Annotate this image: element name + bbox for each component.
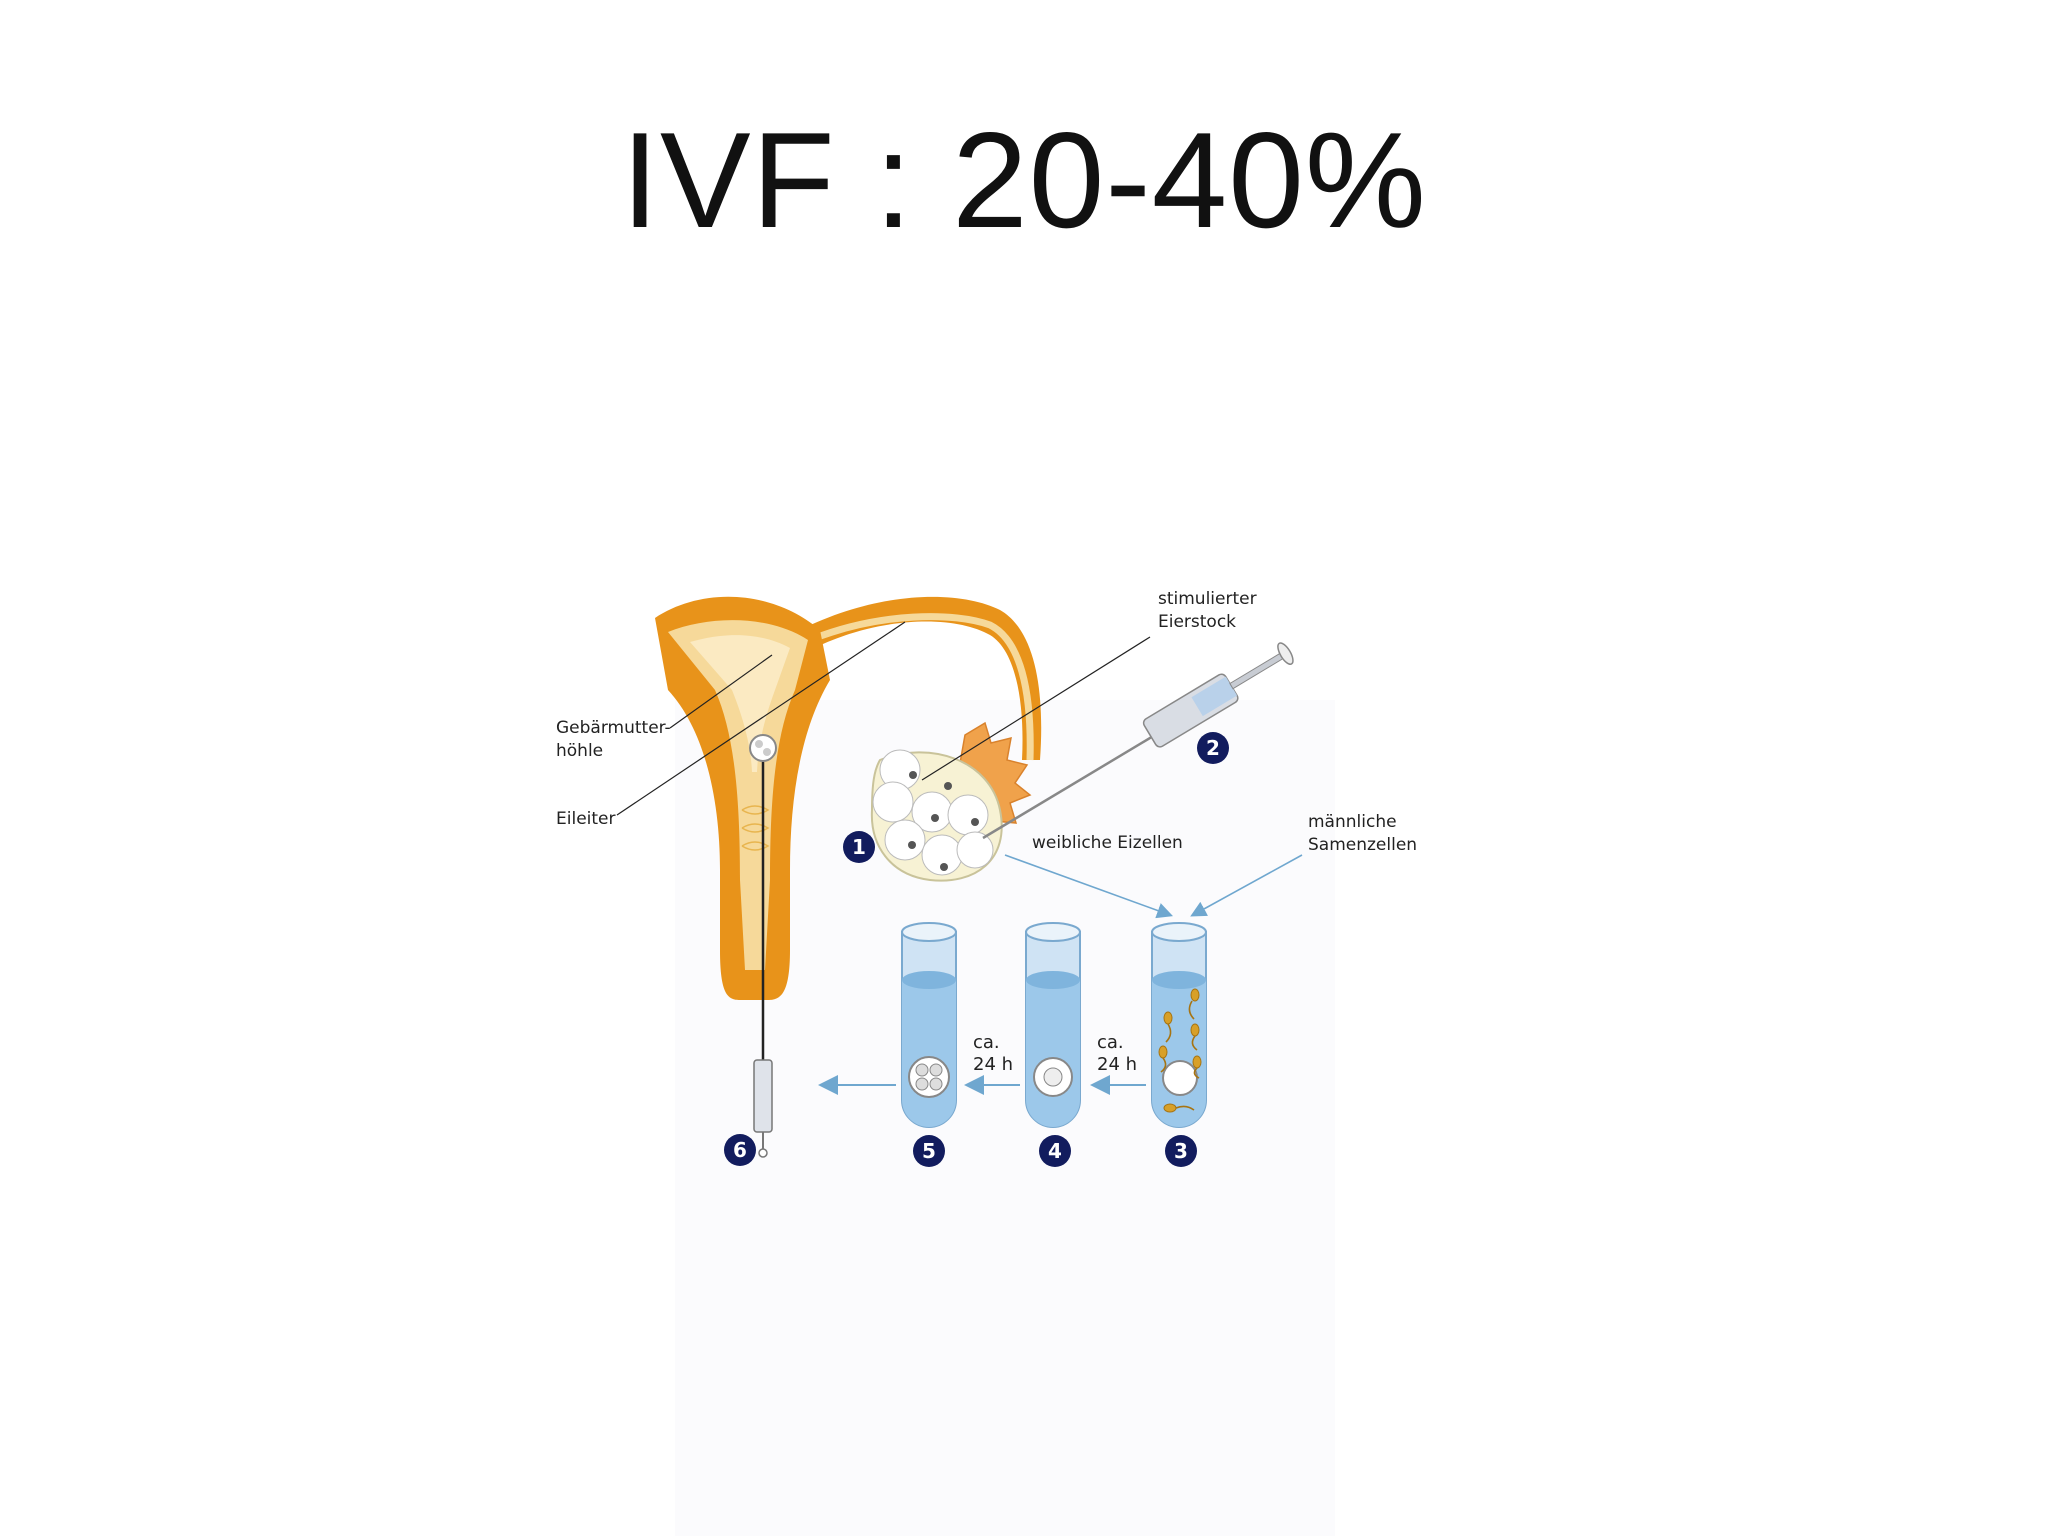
label-ovary-2: Eierstock bbox=[1158, 612, 1236, 632]
follicle bbox=[884, 819, 926, 861]
sperm-tail bbox=[1193, 1067, 1200, 1079]
tube-4-liquid bbox=[1026, 980, 1080, 1127]
oocyte-dot bbox=[908, 841, 916, 849]
follicle bbox=[947, 794, 989, 836]
sperm-tail bbox=[1165, 1023, 1172, 1043]
tube-5-liquid-surface bbox=[902, 971, 956, 989]
tube-4-rim bbox=[1025, 922, 1081, 942]
step-badge-6-circle bbox=[724, 1134, 756, 1166]
step-badge-2: 2 bbox=[1197, 732, 1229, 764]
tube-5-rim bbox=[901, 922, 957, 942]
zygote-nucleus bbox=[1043, 1067, 1063, 1087]
step-badge-2-number: 2 bbox=[1206, 736, 1220, 760]
cervix bbox=[741, 805, 770, 851]
sperm-tail bbox=[1175, 1105, 1195, 1111]
step-badge-1: 1 bbox=[843, 831, 875, 863]
step-badge-4-circle bbox=[1039, 1135, 1071, 1167]
syringe-plunger-end bbox=[758, 1148, 768, 1158]
step-badge-4: 4 bbox=[1039, 1135, 1071, 1167]
uterine-cavity bbox=[690, 635, 790, 772]
sperm-cell bbox=[1190, 1023, 1200, 1037]
slide-title: IVF : 20-40% bbox=[621, 104, 1427, 256]
tube-3-liquid-surface bbox=[1152, 971, 1206, 989]
label-fallopian-tube: Eileiter bbox=[556, 809, 615, 829]
uterine-lining bbox=[668, 620, 808, 970]
label-sperm-2: Samenzellen bbox=[1308, 835, 1417, 855]
label-uterine-cavity-2: höhle bbox=[556, 741, 603, 761]
sperm-cell bbox=[1192, 1055, 1202, 1069]
step-badge-6: 6 bbox=[724, 1134, 756, 1166]
step-badge-2-circle bbox=[1197, 732, 1229, 764]
label-uterine-cavity-1: Gebärmutter- bbox=[556, 718, 671, 738]
test-tube-3 bbox=[1151, 922, 1207, 1128]
fallopian-tube-channel bbox=[808, 613, 1034, 761]
leader-uterine-cavity bbox=[669, 654, 773, 729]
uterus-illustration bbox=[655, 596, 1042, 1158]
embryo-blastomere bbox=[929, 1077, 943, 1091]
syringe-plunger-rod bbox=[1229, 651, 1286, 690]
oocyte-dot bbox=[971, 818, 979, 826]
incubation-label-1-line1: ca. bbox=[973, 1032, 1000, 1053]
sperm-tail bbox=[1160, 1057, 1167, 1073]
embryo-blastomere bbox=[929, 1063, 943, 1077]
oocyte-dot bbox=[940, 863, 948, 871]
arrow-sperm-to-tube bbox=[1190, 854, 1303, 917]
incubation-label-2-line2: 24 h bbox=[1097, 1054, 1137, 1075]
test-tube-4 bbox=[1025, 922, 1081, 1128]
retrieval-syringe bbox=[982, 642, 1294, 840]
four-cell-embryo bbox=[908, 1056, 950, 1098]
retrieval-needle bbox=[982, 733, 1156, 840]
sperm-cell bbox=[1190, 988, 1200, 1002]
step-badge-5-number: 5 bbox=[922, 1139, 936, 1163]
label-sperm-1: männliche bbox=[1308, 812, 1397, 832]
sperm-cell bbox=[1163, 1011, 1173, 1025]
oocyte-dot bbox=[909, 771, 917, 779]
embryo-blastomere bbox=[915, 1077, 929, 1091]
sperm-cell bbox=[1158, 1045, 1168, 1059]
follicle bbox=[872, 781, 914, 823]
step-badge-1-circle bbox=[843, 831, 875, 863]
sperm-tail bbox=[1188, 1000, 1195, 1020]
sperm-tail bbox=[1191, 1035, 1198, 1051]
syringe-thumb-rest bbox=[1277, 642, 1294, 665]
sperm-cell bbox=[1163, 1103, 1177, 1113]
step-badge-5: 5 bbox=[913, 1135, 945, 1167]
label-ovary-1: stimulierter bbox=[1158, 589, 1257, 609]
label-egg-cells: weibliche Eizellen bbox=[1032, 833, 1183, 853]
incubation-label-2-line1: ca. bbox=[1097, 1032, 1124, 1053]
oocyte-dot bbox=[944, 782, 952, 790]
leader-ovary bbox=[921, 636, 1151, 781]
transfer-syringe bbox=[753, 1059, 773, 1133]
transferred-embryo bbox=[749, 734, 777, 762]
leader-fallopian-tube bbox=[616, 621, 906, 816]
step-badge-3: 3 bbox=[1165, 1135, 1197, 1167]
tube-3-rim bbox=[1151, 922, 1207, 942]
step-badge-5-circle bbox=[913, 1135, 945, 1167]
tube-4-liquid-surface bbox=[1026, 971, 1080, 989]
tube-5-liquid bbox=[902, 980, 956, 1127]
incubation-label-1-line2: 24 h bbox=[973, 1054, 1013, 1075]
step-badge-1-number: 1 bbox=[852, 835, 866, 859]
test-tube-5 bbox=[901, 922, 957, 1128]
egg-cell bbox=[1162, 1060, 1198, 1096]
embryo-cell bbox=[755, 740, 763, 748]
arrow-eggs-to-tube bbox=[1004, 854, 1174, 919]
step-badge-6-number: 6 bbox=[733, 1138, 747, 1162]
step-badge-4-number: 4 bbox=[1048, 1139, 1062, 1163]
step-badge-3-circle bbox=[1165, 1135, 1197, 1167]
syringe-fluid bbox=[1191, 676, 1238, 717]
follicle bbox=[956, 831, 994, 869]
embryo-cell bbox=[763, 748, 771, 756]
step-badge-3-number: 3 bbox=[1174, 1139, 1188, 1163]
ovary-illustration bbox=[870, 721, 1032, 882]
oocyte-dot bbox=[931, 814, 939, 822]
embryo-blastomere bbox=[915, 1063, 929, 1077]
